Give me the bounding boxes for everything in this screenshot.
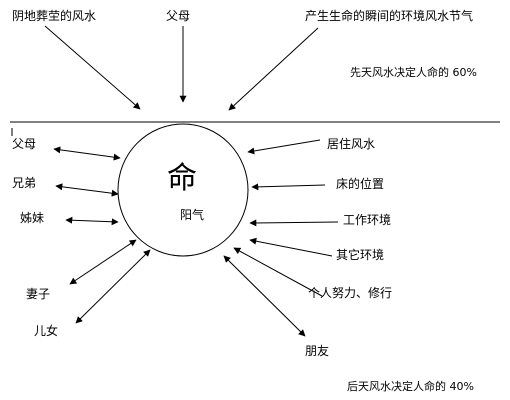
arrow-personal-effort xyxy=(233,247,323,297)
label-bed-position: 床的位置 xyxy=(336,176,384,191)
label-parents: 父母 xyxy=(12,137,36,151)
arrow-friends xyxy=(223,255,306,337)
label-sisters: 姊妹 xyxy=(20,211,44,225)
arrow-parents xyxy=(53,146,121,161)
label-birth-environment: 产生生命的瞬间的环境风水节气 xyxy=(305,8,473,23)
arrow-brothers xyxy=(55,183,119,197)
arrow-birth-to-divider xyxy=(228,27,319,111)
arrow-sisters xyxy=(65,216,119,226)
label-residence-fengshui: 居住风水 xyxy=(327,137,375,151)
center-yang-energy: 阳气 xyxy=(180,207,204,222)
label-wife: 妻子 xyxy=(26,287,50,301)
arrow-burial-to-divider xyxy=(44,25,141,110)
note-innate-share: 先天风水决定人命的 60% xyxy=(350,65,477,79)
label-top-parents: 父母 xyxy=(166,9,190,23)
center-fate: 命 xyxy=(167,161,197,196)
note-acquired-share: 后天风水决定人命的 40% xyxy=(347,379,474,393)
label-work-environment: 工作环境 xyxy=(343,212,391,227)
label-friends: 朋友 xyxy=(305,344,329,358)
arrow-work xyxy=(249,219,339,227)
label-personal-effort: 个人努力、修行 xyxy=(308,285,392,300)
label-other-environment: 其它环境 xyxy=(336,247,384,262)
arrow-children xyxy=(75,249,151,324)
arrow-other-environment xyxy=(249,237,333,257)
label-children: 儿女 xyxy=(34,323,58,338)
label-brothers: 兄弟 xyxy=(12,176,36,190)
arrow-residence xyxy=(247,139,321,155)
label-burial-fengshui: 阴地葬茔的风水 xyxy=(12,8,96,23)
arrow-bed xyxy=(251,183,326,191)
arrow-wife xyxy=(69,239,137,285)
